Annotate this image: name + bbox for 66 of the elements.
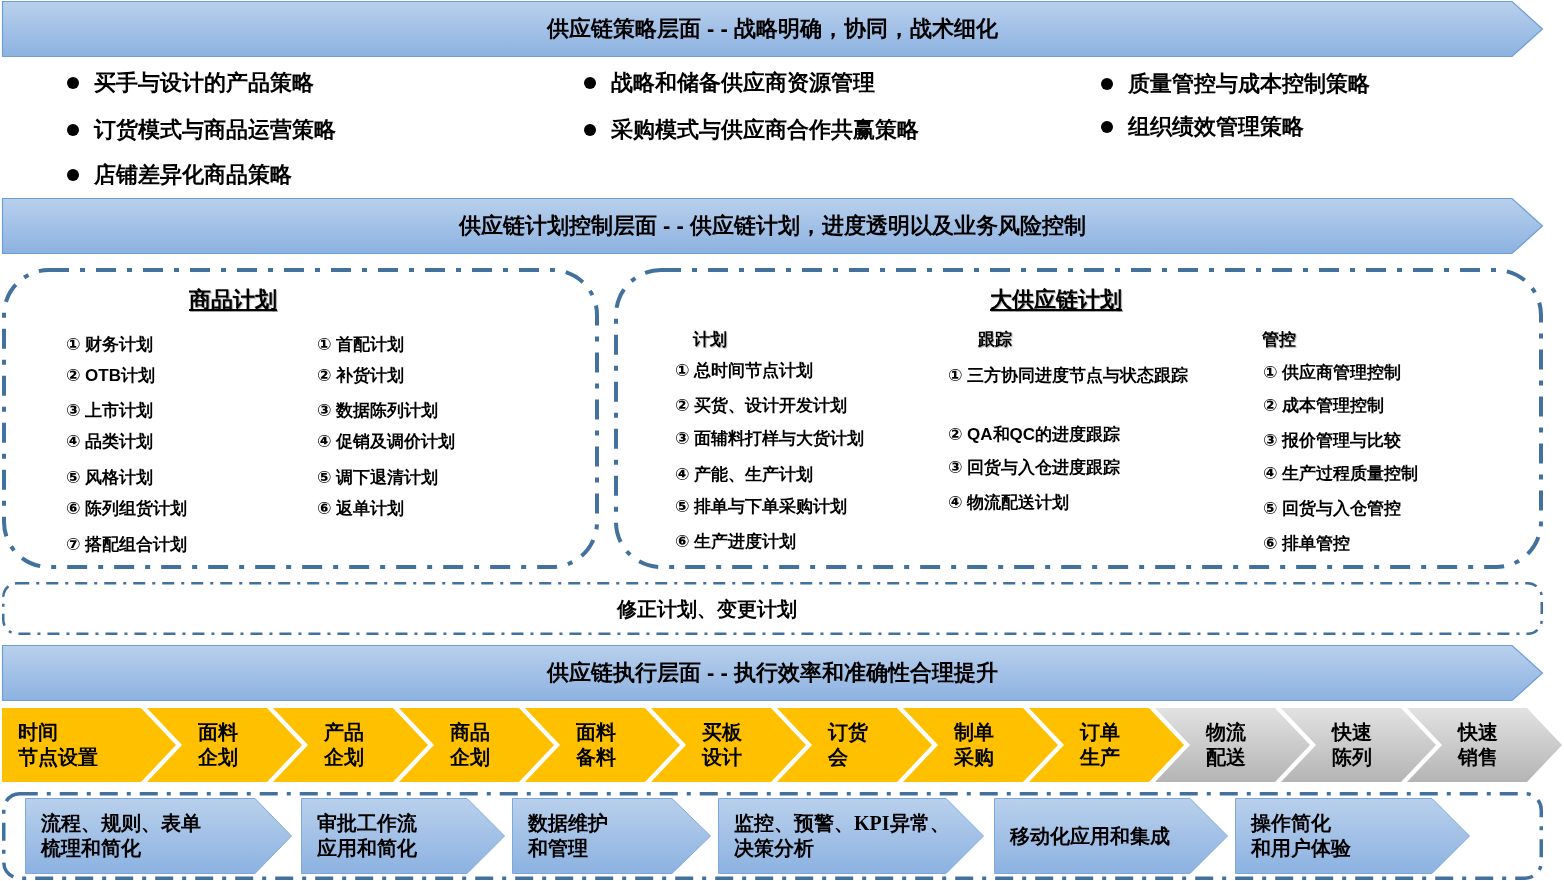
- plan-item: ⑥ 排单管控: [1263, 533, 1351, 555]
- plan-item: ③ 报价管理与比较: [1263, 430, 1402, 452]
- process-step: 快速销售: [1407, 708, 1562, 782]
- process-step: 快速陈列: [1281, 708, 1436, 782]
- dashed-panel: [2, 268, 599, 569]
- process-step: 产品企划: [273, 708, 428, 782]
- pentagon-box: 流程、规则、表单梳理和简化: [25, 798, 292, 874]
- plan-item: ① 首配计划: [317, 334, 405, 356]
- column-heading: 跟踪: [978, 329, 1012, 351]
- pentagon-box: 移动化应用和集成: [994, 798, 1228, 874]
- layer-banner: 供应链计划控制层面 - - 供应链计划，进度透明以及业务风险控制: [2, 198, 1543, 254]
- panel-heading: 大供应链计划: [990, 286, 1122, 314]
- process-step: 订单生产: [1029, 708, 1184, 782]
- plan-item: ⑤ 调下退清计划: [317, 467, 439, 489]
- pentagon-box: 数据维护和管理: [512, 798, 711, 874]
- column-heading: 管控: [1262, 329, 1296, 351]
- strategy-text: 订货模式与商品运营策略: [94, 117, 336, 143]
- panel-heading: 商品计划: [189, 286, 277, 314]
- strategy-text: 采购模式与供应商合作共赢策略: [611, 117, 919, 143]
- plan-item: ③ 回货与入仓进度跟踪: [948, 457, 1121, 479]
- plan-item: ⑤ 排单与下单采购计划: [675, 496, 848, 518]
- process-step: 时间节点设置: [2, 708, 176, 782]
- strategy-text: 店铺差异化商品策略: [94, 162, 292, 188]
- plan-item: ⑥ 生产进度计划: [675, 531, 797, 553]
- process-step: 买板设计: [651, 708, 806, 782]
- strategy-text: 买手与设计的产品策略: [94, 70, 314, 96]
- plan-item: ① 供应商管理控制: [1263, 362, 1402, 384]
- plan-item: ⑦ 搭配组合计划: [66, 534, 188, 556]
- plan-item: ④ 促销及调价计划: [317, 431, 456, 453]
- process-step: 面料备料: [525, 708, 680, 782]
- column-heading: 计划: [693, 329, 727, 351]
- pentagon-box: 审批工作流应用和简化: [301, 798, 505, 874]
- plan-item: ② OTB计划: [66, 365, 155, 387]
- plan-item: ⑥ 返单计划: [317, 498, 405, 520]
- pentagon-box: 监控、预警、KPI异常、决策分析: [718, 798, 984, 874]
- plan-item: ③ 数据陈列计划: [317, 400, 439, 422]
- plan-item: ④ 生产过程质量控制: [1263, 463, 1419, 485]
- process-step: 面料企划: [147, 708, 302, 782]
- plan-item: ② 补货计划: [317, 365, 405, 387]
- plan-item: ③ 面辅料打样与大货计划: [675, 428, 865, 450]
- plan-item: ⑥ 陈列组货计划: [66, 498, 188, 520]
- plan-item: ④ 产能、生产计划: [675, 464, 814, 486]
- plan-item: ② 买货、设计开发计划: [675, 395, 848, 417]
- process-step: 制单采购: [903, 708, 1058, 782]
- plan-item: ② QA和QC的进度跟踪: [948, 424, 1121, 446]
- dashed-box: 修正计划、变更计划: [2, 582, 1543, 635]
- plan-item: ② 成本管理控制: [1263, 395, 1385, 417]
- layer-banner: 供应链策略层面 - - 战略明确，协同，战术细化: [2, 1, 1543, 57]
- pentagon-box: 操作简化和用户体验: [1235, 798, 1470, 874]
- strategy-text: 组织绩效管理策略: [1128, 114, 1304, 140]
- strategy-text: 质量管控与成本控制策略: [1128, 71, 1370, 97]
- plan-item: ③ 上市计划: [66, 400, 154, 422]
- plan-item: ① 财务计划: [66, 334, 154, 356]
- layer-banner: 供应链执行层面 - - 执行效率和准确性合理提升: [2, 645, 1543, 701]
- plan-item: ⑤ 回货与入仓管控: [1263, 498, 1402, 520]
- plan-item: ④ 品类计划: [66, 431, 154, 453]
- plan-item: ① 总时间节点计划: [675, 360, 814, 382]
- dashed-panel: [614, 268, 1543, 569]
- process-step: 商品企划: [399, 708, 554, 782]
- process-step: 订货会: [777, 708, 932, 782]
- plan-item: ① 三方协同进度节点与状态跟踪: [948, 365, 1189, 387]
- process-step: 物流配送: [1155, 708, 1310, 782]
- dashed-box: [2, 792, 1543, 880]
- strategy-text: 战略和储备供应商资源管理: [611, 70, 875, 96]
- plan-item: ⑤ 风格计划: [66, 467, 154, 489]
- plan-item: ④ 物流配送计划: [948, 492, 1070, 514]
